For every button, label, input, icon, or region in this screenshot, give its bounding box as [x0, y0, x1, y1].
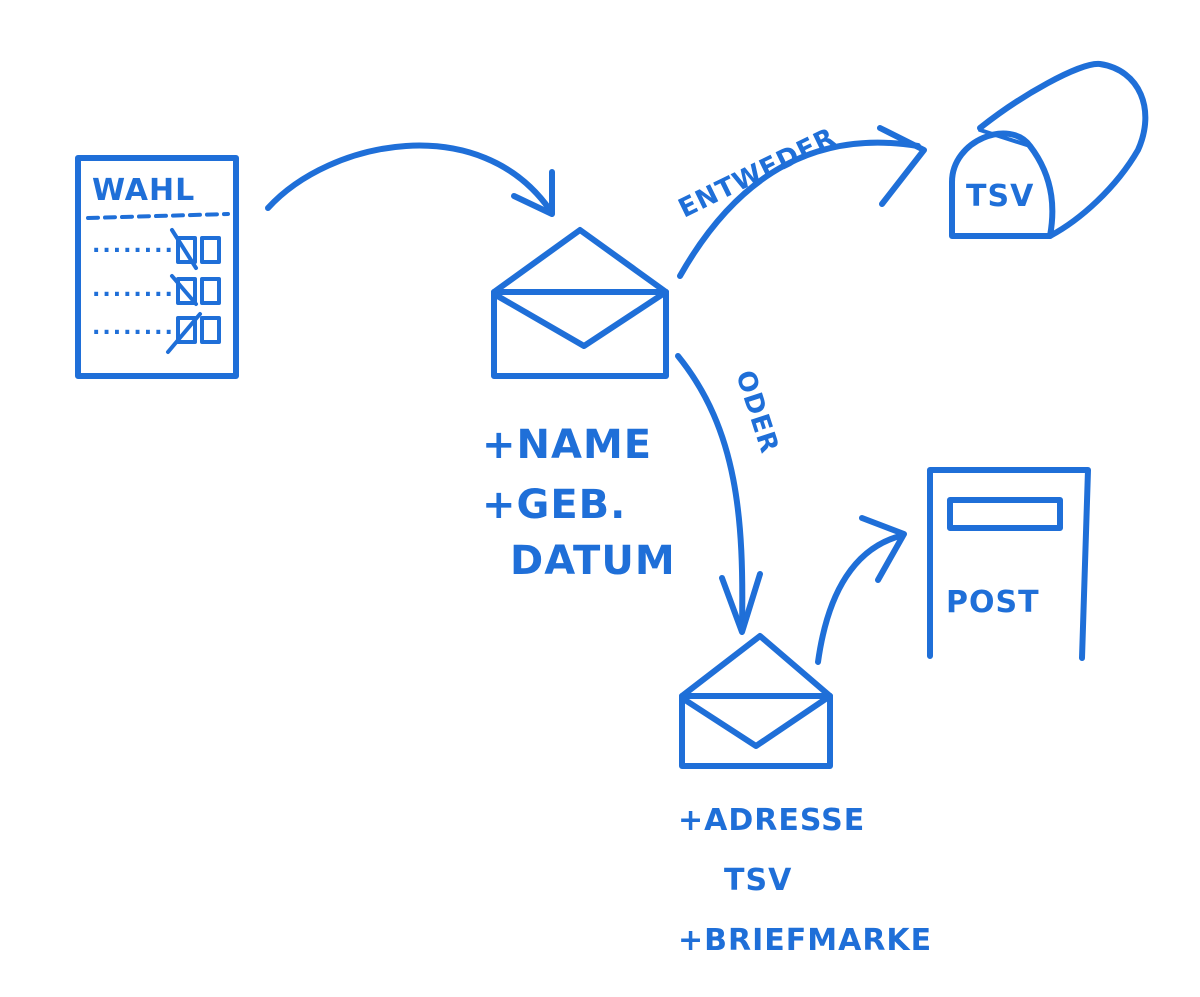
- check-mark-1: [170, 228, 198, 270]
- arrow-or-to-envelope-two: [675, 353, 763, 635]
- checkbox-2b: [200, 277, 221, 305]
- envelope-two: [679, 633, 833, 769]
- check-mark-2: [170, 274, 198, 306]
- ballot-paper-outline: [75, 155, 239, 379]
- arrow-envelope-two-to-mailbox: [815, 515, 907, 665]
- envelope-one-fold: [491, 289, 669, 349]
- envelope-two-flap: [679, 633, 833, 699]
- checkbox-2a: [176, 277, 197, 305]
- ballot-box-top: [977, 60, 1149, 239]
- checkbox-3a: [176, 316, 197, 344]
- label-or: ODER: [729, 367, 784, 458]
- check-mark-3: [166, 312, 202, 354]
- envelope-two-fold: [679, 693, 833, 749]
- mailbox-body: [927, 467, 1091, 661]
- arrow-ballot-to-envelope: [265, 142, 555, 217]
- mailbox-slot: [947, 497, 1063, 531]
- mailbox-label: POST: [946, 585, 1040, 620]
- arrow-either-to-ballot-box: [677, 125, 927, 279]
- ballot-box-edge: [978, 128, 1032, 148]
- envelope-one-note-name: +NAME: [482, 422, 652, 468]
- ballot-box: [949, 60, 1149, 239]
- ballot-paper: WAHL ........ ........ ........: [75, 155, 239, 379]
- label-either: ENTWEDER: [674, 122, 841, 224]
- mailbox: [927, 467, 1091, 661]
- ballot-title: WAHL: [92, 173, 195, 208]
- ballot-row-3-dots: ........: [92, 315, 175, 340]
- ballot-row-2-dots: ........: [92, 277, 175, 302]
- ballot-title-divider: [86, 212, 230, 220]
- envelope-one-note-date: DATUM: [510, 538, 676, 584]
- checkbox-1b: [200, 236, 221, 264]
- envelope-two-note-stamp: +BRIEFMARKE: [678, 923, 932, 958]
- envelope-one: [491, 227, 669, 379]
- envelope-two-note-tsv: TSV: [724, 863, 792, 898]
- envelope-one-body: [491, 289, 669, 379]
- envelope-one-note-birth: +GEB.: [482, 482, 626, 528]
- ballot-checkboxes: [166, 228, 221, 354]
- envelope-two-note-address: +ADRESSE: [678, 803, 865, 838]
- envelope-two-body: [679, 693, 833, 769]
- checkbox-1a: [176, 236, 197, 264]
- checkbox-3b: [200, 316, 221, 344]
- ballot-box-label: TSV: [966, 179, 1034, 214]
- ballot-row-1-dots: ........: [92, 233, 175, 258]
- envelope-one-flap: [491, 227, 669, 295]
